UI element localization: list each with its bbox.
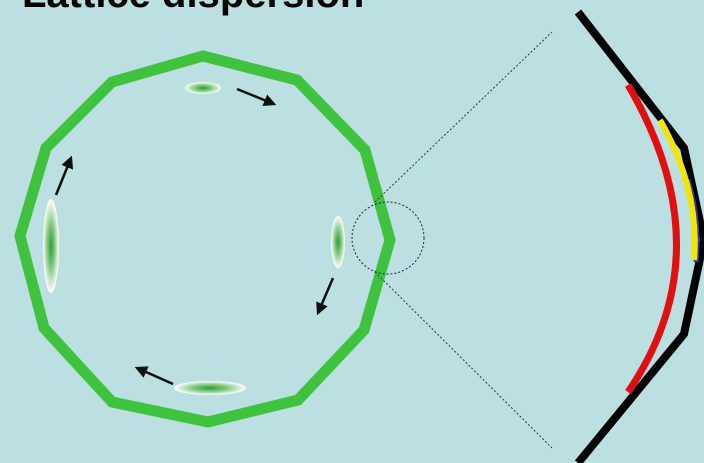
zoom-ring-segment — [578, 12, 704, 463]
zoom-line-top — [375, 32, 552, 202]
bunch-left — [43, 199, 59, 293]
arrow-icon — [137, 368, 173, 384]
bunch-right — [331, 216, 345, 268]
arrow-icon — [237, 89, 274, 104]
bunch-bottom — [174, 381, 246, 395]
arrow-icon — [56, 158, 71, 195]
arrow-icon — [318, 278, 333, 313]
bunch-top — [185, 82, 221, 94]
zoom-line-bottom — [375, 272, 552, 448]
